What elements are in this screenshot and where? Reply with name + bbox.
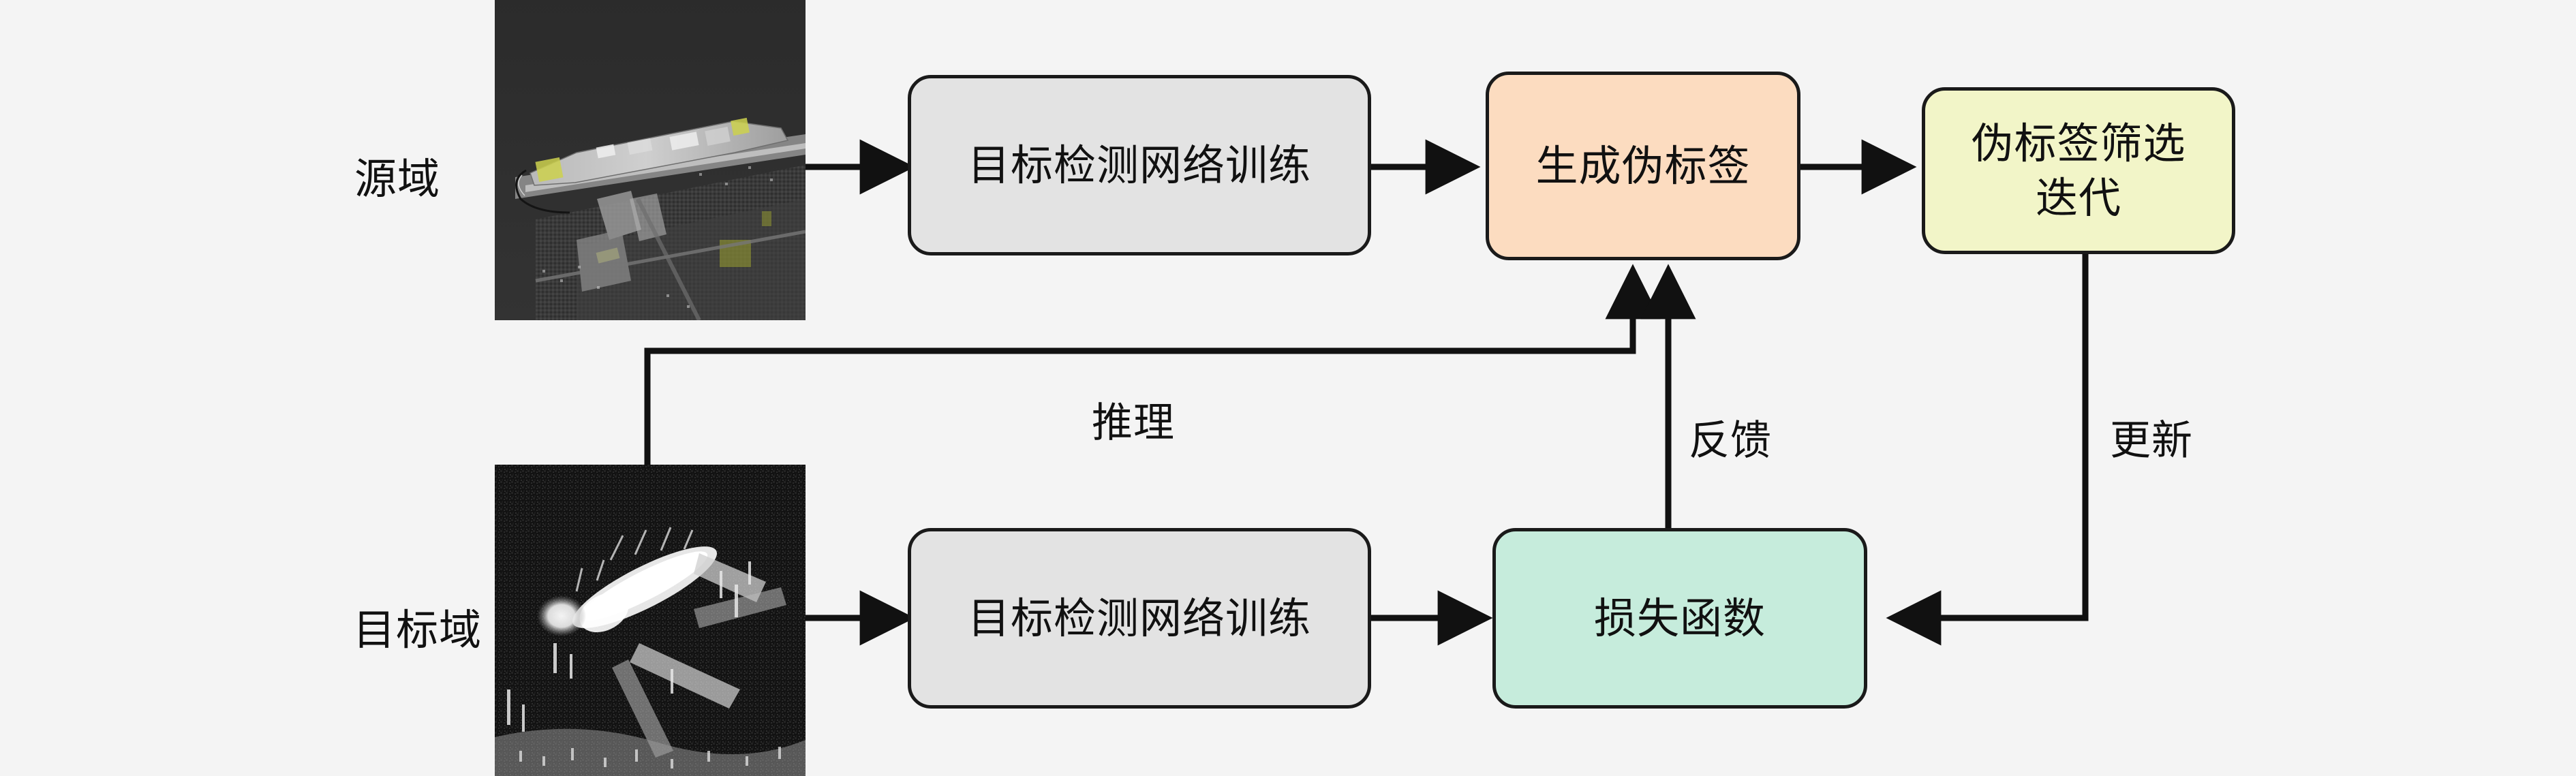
node-loss-function-label: 损失函数 <box>1593 593 1766 643</box>
target-image-thumbnail <box>495 465 806 776</box>
node-source-detector-label: 目标检测网络训练 <box>967 140 1311 190</box>
source-domain-label: 源域 <box>354 154 441 204</box>
node-pseudo-filter[interactable]: 伪标签筛选 迭代 <box>1922 87 2235 254</box>
node-target-detector[interactable]: 目标检测网络训练 <box>908 528 1371 709</box>
node-pseudo-filter-label: 伪标签筛选 迭代 <box>1971 119 2186 223</box>
edge-label-update: 更新 <box>2110 417 2193 465</box>
node-pseudo-label-label: 生成伪标签 <box>1535 140 1751 191</box>
node-pseudo-label[interactable]: 生成伪标签 <box>1486 72 1800 260</box>
edge-label-feedback: 反馈 <box>1689 417 1772 465</box>
node-target-detector-label: 目标检测网络训练 <box>967 593 1311 643</box>
source-image-thumbnail <box>495 0 806 320</box>
edge-label-inference: 推理 <box>1092 399 1175 447</box>
node-source-detector[interactable]: 目标检测网络训练 <box>908 75 1371 255</box>
edge-update <box>1886 254 2089 646</box>
node-loss-function[interactable]: 损失函数 <box>1492 528 1867 709</box>
target-domain-label: 目标域 <box>353 605 482 655</box>
